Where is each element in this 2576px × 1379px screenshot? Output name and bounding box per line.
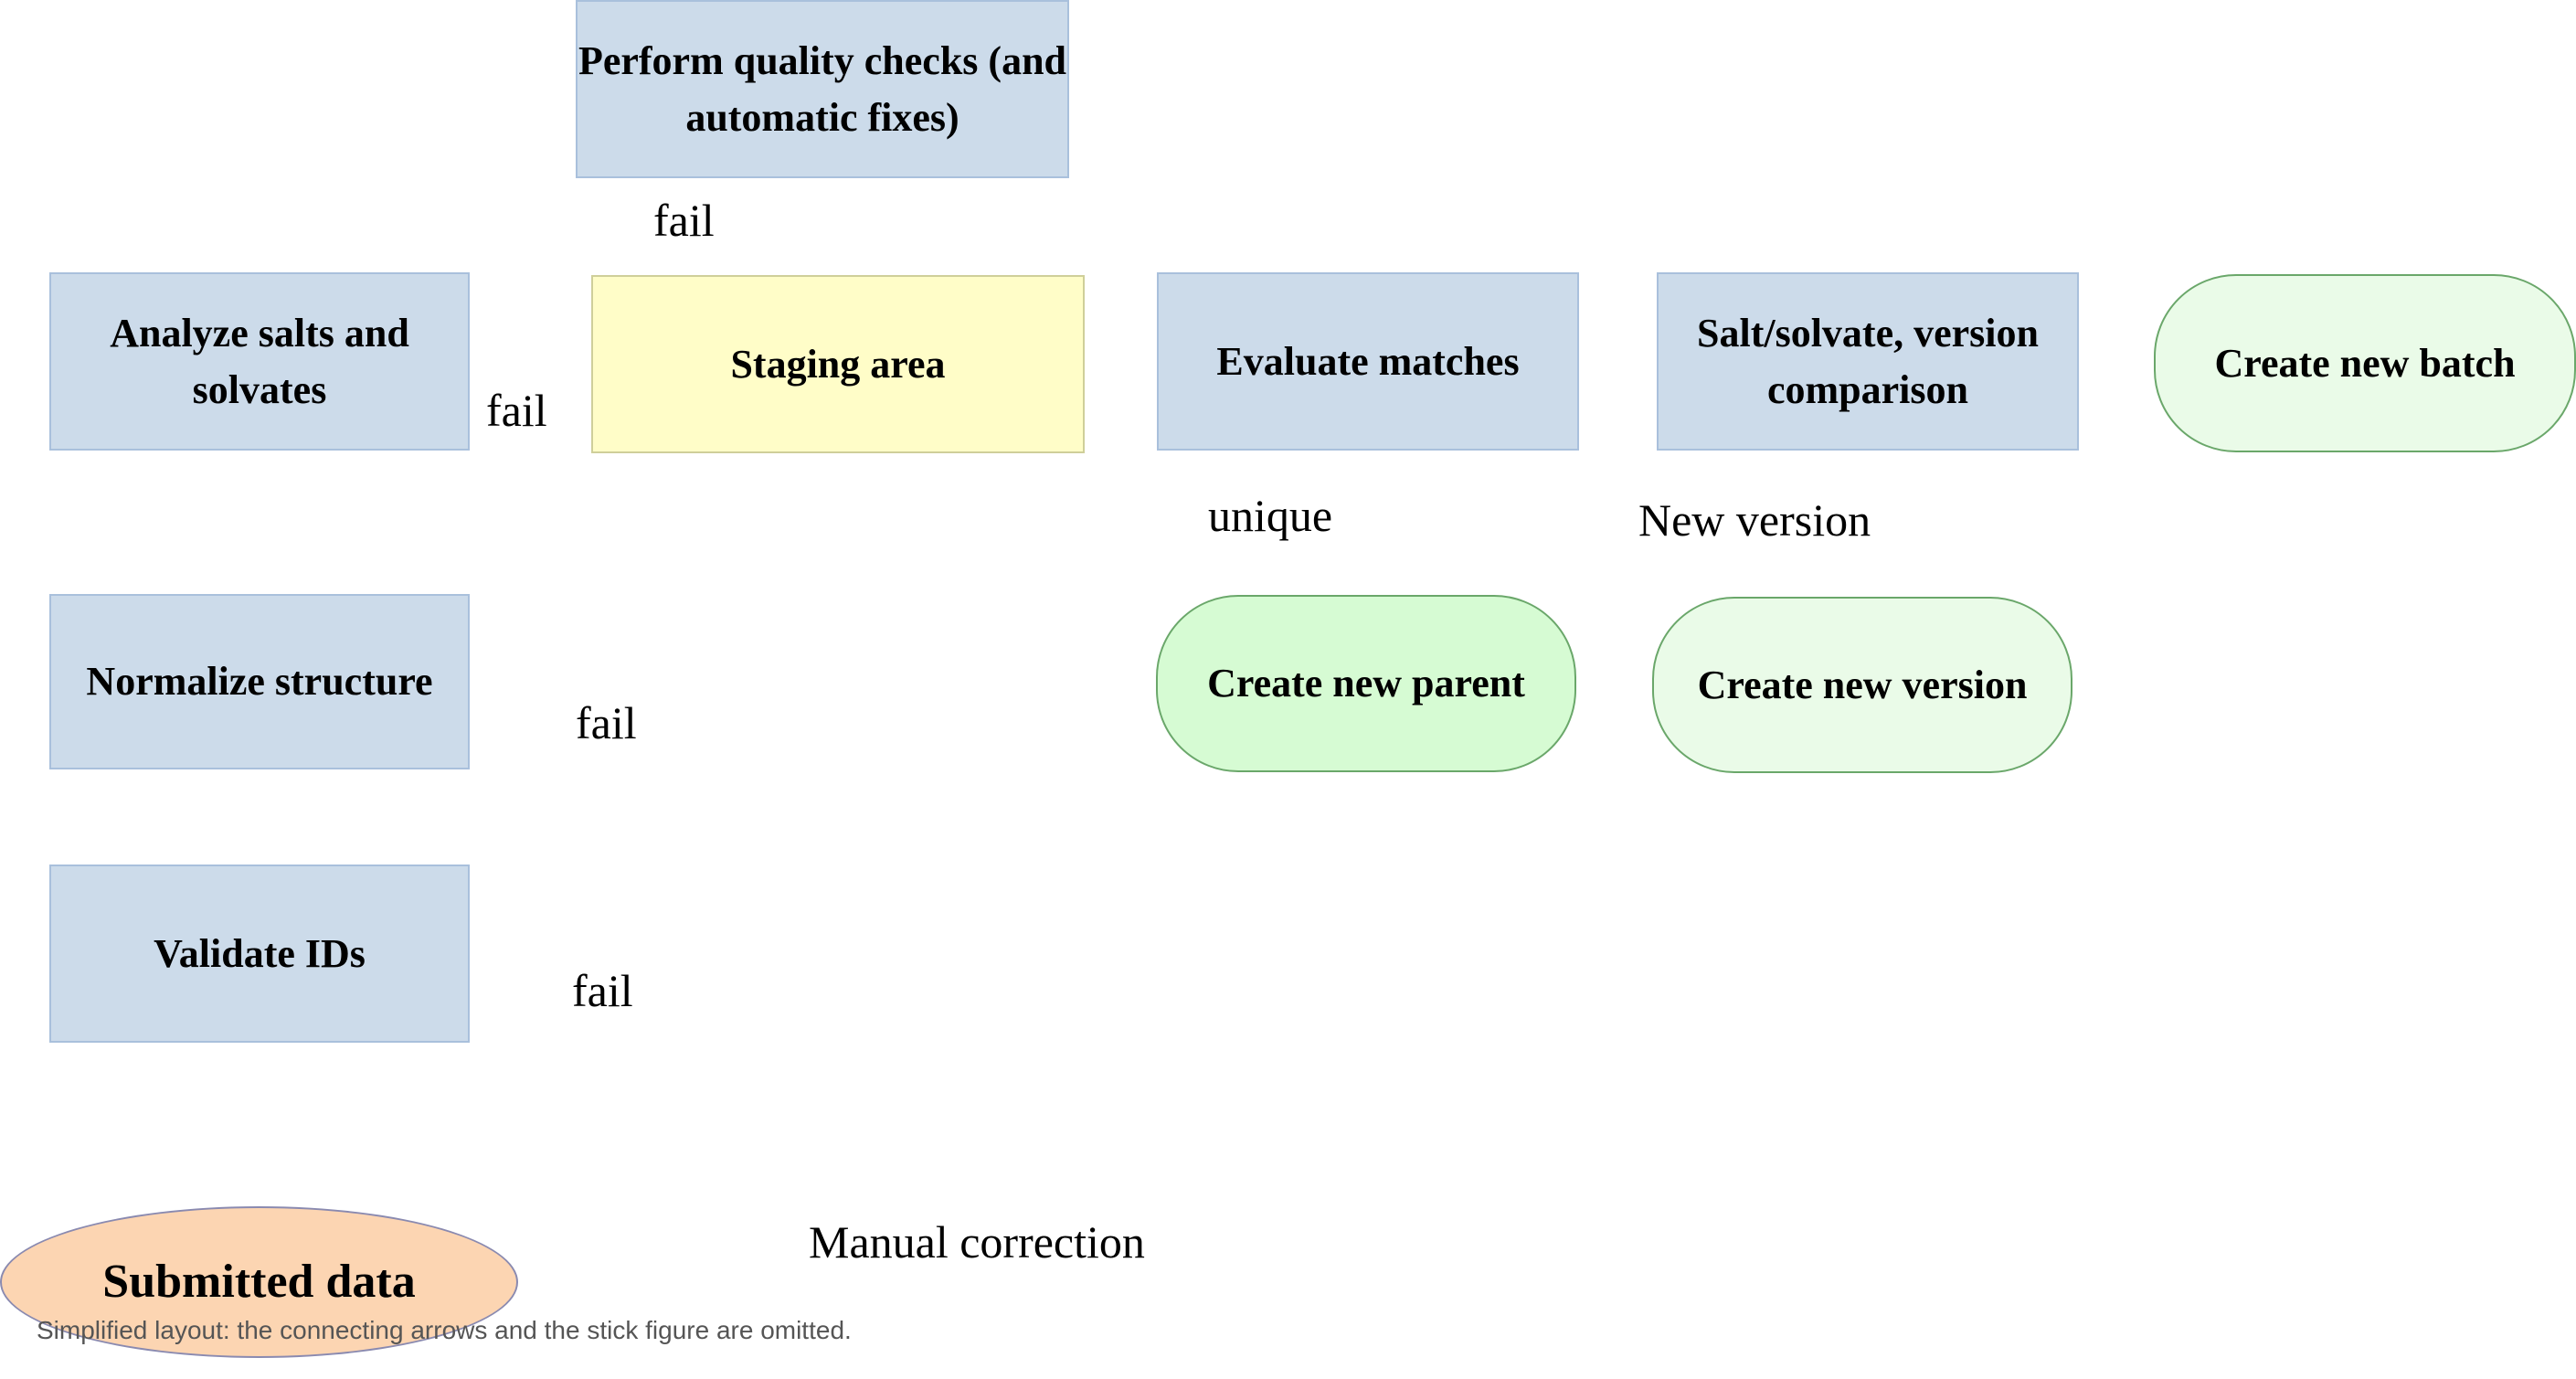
- submitted-data-ellipse: Submitted data: [0, 1206, 518, 1358]
- staging-area-box: Staging area: [591, 275, 1085, 453]
- edge-label-fail: fail: [576, 697, 637, 748]
- edge-label-new-version: New version: [1638, 494, 1871, 546]
- salts-box: Analyze salts and solvates: [49, 272, 470, 451]
- manual-correction-label: Manual correction: [809, 1216, 1145, 1268]
- partial-note: Simplified layout: the connecting arrows…: [37, 1316, 852, 1344]
- normalize-box: Normalize structure: [49, 594, 470, 769]
- create-new-version: Create new version: [1652, 597, 2072, 773]
- edge-label-unique: unique: [1208, 490, 1333, 541]
- salt-version-box: Salt/solvate, version comparison: [1657, 272, 2079, 451]
- edge-label-fail: fail: [572, 965, 633, 1016]
- create-new-parent: Create new parent: [1156, 595, 1576, 772]
- evaluate-matches-box: Evaluate matches: [1157, 272, 1579, 451]
- create-new-batch: Create new batch: [2154, 274, 2576, 452]
- edge-label-fail: fail: [653, 195, 715, 246]
- quality-check-box: Perform quality checks (and automatic fi…: [576, 0, 1069, 178]
- edge-label-fail: fail: [486, 385, 547, 436]
- validate-ids-box: Validate IDs: [49, 865, 470, 1043]
